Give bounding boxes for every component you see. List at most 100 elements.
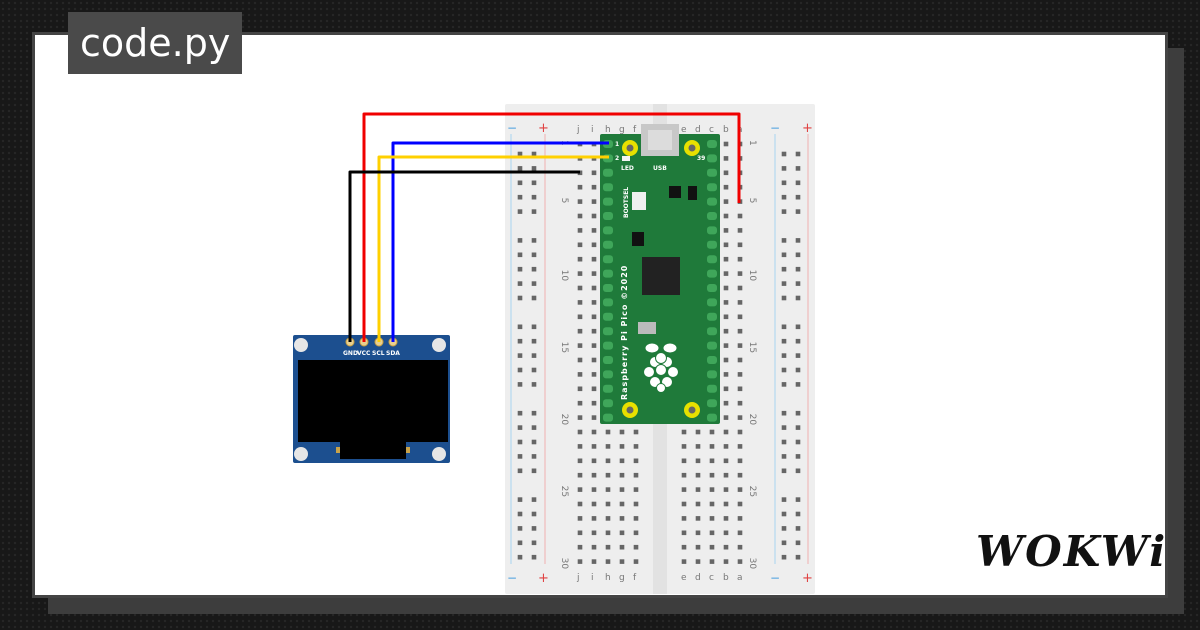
breadboard-hole[interactable] <box>591 184 597 190</box>
breadboard-hole[interactable] <box>723 328 729 334</box>
breadboard-hole[interactable] <box>723 386 729 392</box>
breadboard-hole[interactable] <box>737 530 743 536</box>
rail-hole[interactable] <box>517 238 523 243</box>
breadboard-hole[interactable] <box>695 429 701 435</box>
breadboard-hole[interactable] <box>591 516 597 521</box>
breadboard-hole[interactable] <box>737 516 743 521</box>
rail-hole[interactable] <box>795 454 801 459</box>
breadboard-hole[interactable] <box>723 271 729 276</box>
rail-hole[interactable] <box>781 382 787 387</box>
breadboard-hole[interactable] <box>605 501 611 507</box>
breadboard-hole[interactable] <box>577 271 583 276</box>
breadboard-hole[interactable] <box>591 300 597 305</box>
rail-hole[interactable] <box>517 540 523 546</box>
breadboard-hole[interactable] <box>723 530 729 536</box>
pico-pin[interactable] <box>603 183 613 192</box>
rail-hole[interactable] <box>517 151 523 157</box>
breadboard-hole[interactable] <box>737 415 743 420</box>
breadboard-hole[interactable] <box>591 559 597 564</box>
breadboard-hole[interactable] <box>709 516 715 521</box>
breadboard-hole[interactable] <box>591 199 597 204</box>
breadboard-hole[interactable] <box>577 256 583 262</box>
pico-pin[interactable] <box>707 226 717 235</box>
breadboard-hole[interactable] <box>577 372 583 377</box>
breadboard-hole[interactable] <box>723 343 729 348</box>
rail-hole[interactable] <box>781 266 787 272</box>
pico-pin[interactable] <box>707 154 717 163</box>
wire-blue-sda[interactable] <box>391 141 609 342</box>
breadboard-hole[interactable] <box>633 559 639 564</box>
breadboard-hole[interactable] <box>737 372 743 377</box>
breadboard-hole[interactable] <box>605 559 611 564</box>
breadboard-hole[interactable] <box>633 544 639 550</box>
breadboard-hole[interactable] <box>723 444 729 449</box>
breadboard-hole[interactable] <box>633 487 639 492</box>
rail-hole[interactable] <box>517 367 523 373</box>
breadboard-hole[interactable] <box>737 501 743 507</box>
rail-hole[interactable] <box>781 252 787 258</box>
pico-pin[interactable] <box>707 327 717 336</box>
breadboard-hole[interactable] <box>723 242 729 248</box>
breadboard-hole[interactable] <box>723 285 729 291</box>
breadboard-hole[interactable] <box>577 184 583 190</box>
rail-hole[interactable] <box>531 353 537 358</box>
pico-pin[interactable] <box>707 240 717 249</box>
rail-hole[interactable] <box>781 554 787 560</box>
pico-pin[interactable] <box>603 255 613 264</box>
breadboard-hole[interactable] <box>737 386 743 392</box>
breadboard-hole[interactable] <box>723 516 729 521</box>
rail-hole[interactable] <box>517 526 523 531</box>
pico-pin[interactable] <box>707 197 717 206</box>
breadboard-hole[interactable] <box>577 343 583 348</box>
raspberry-pi-pico[interactable]: LED USB 1 2 39 BOOTSEL Raspberry Pi Pico… <box>600 124 720 424</box>
breadboard-hole[interactable] <box>619 544 625 550</box>
breadboard-hole[interactable] <box>619 429 625 435</box>
breadboard-hole[interactable] <box>737 314 743 320</box>
breadboard-hole[interactable] <box>577 501 583 507</box>
rail-hole[interactable] <box>531 166 537 171</box>
breadboard-hole[interactable] <box>577 516 583 521</box>
pico-pin[interactable] <box>603 399 613 408</box>
rail-hole[interactable] <box>531 338 537 344</box>
breadboard-hole[interactable] <box>591 501 597 507</box>
pico-pin[interactable] <box>707 384 717 393</box>
rail-hole[interactable] <box>795 511 801 517</box>
breadboard-hole[interactable] <box>723 472 729 478</box>
breadboard-hole[interactable] <box>577 458 583 464</box>
breadboard-hole[interactable] <box>577 386 583 392</box>
rail-hole[interactable] <box>517 410 523 416</box>
breadboard-hole[interactable] <box>737 472 743 478</box>
pico-pin[interactable] <box>603 197 613 206</box>
rail-hole[interactable] <box>781 425 787 430</box>
breadboard-hole[interactable] <box>577 242 583 248</box>
rail-hole[interactable] <box>531 554 537 560</box>
rail-hole[interactable] <box>517 454 523 459</box>
rail-hole[interactable] <box>795 252 801 258</box>
breadboard-hole[interactable] <box>577 544 583 550</box>
rail-hole[interactable] <box>531 252 537 258</box>
breadboard-hole[interactable] <box>633 429 639 435</box>
breadboard-hole[interactable] <box>591 487 597 492</box>
breadboard-hole[interactable] <box>619 530 625 536</box>
rail-hole[interactable] <box>781 180 787 186</box>
breadboard-hole[interactable] <box>605 530 611 536</box>
breadboard-hole[interactable] <box>737 400 743 406</box>
rail-hole[interactable] <box>517 324 523 330</box>
rail-hole[interactable] <box>517 338 523 344</box>
rail-hole[interactable] <box>781 540 787 546</box>
project-title-tab[interactable]: code.py <box>68 12 243 74</box>
rail-hole[interactable] <box>781 166 787 171</box>
breadboard-hole[interactable] <box>577 285 583 291</box>
breadboard-hole[interactable] <box>723 300 729 305</box>
breadboard-hole[interactable] <box>737 256 743 262</box>
rail-hole[interactable] <box>531 382 537 387</box>
breadboard-hole[interactable] <box>605 516 611 521</box>
breadboard-hole[interactable] <box>619 559 625 564</box>
pico-pin[interactable] <box>707 168 717 177</box>
rail-hole[interactable] <box>531 468 537 474</box>
rail-hole[interactable] <box>795 439 801 445</box>
rail-hole[interactable] <box>781 209 787 214</box>
breadboard-hole[interactable] <box>619 472 625 478</box>
rail-hole[interactable] <box>781 353 787 358</box>
